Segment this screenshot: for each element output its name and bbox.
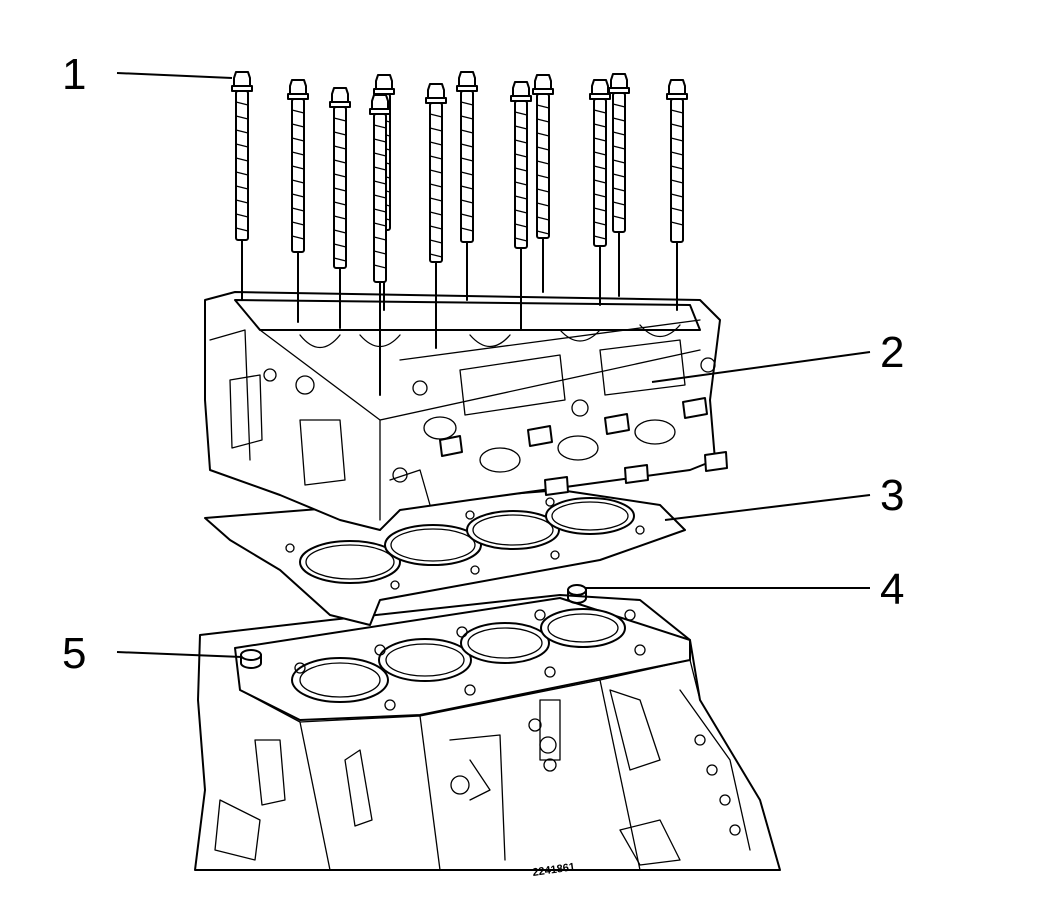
- head-bolt: [456, 71, 478, 301]
- leader-line-3: [664, 494, 871, 521]
- callout-5: 5: [62, 629, 86, 678]
- head-bolt: [231, 71, 253, 301]
- head-bolt: [287, 79, 309, 323]
- leader-line-1: [116, 72, 233, 79]
- dowel-pin-4: [567, 584, 587, 604]
- cylinder-head-gasket: [204, 489, 686, 626]
- callout-4: 4: [880, 565, 904, 614]
- cylinder-head: [204, 291, 728, 531]
- engine-block: [194, 594, 781, 871]
- head-bolt: [369, 94, 391, 396]
- head-bolt: [608, 73, 630, 297]
- figure-id: 2241861: [532, 861, 576, 879]
- callout-1: 1: [62, 50, 86, 99]
- leader-line-5: [116, 651, 243, 658]
- head-bolt: [425, 83, 447, 349]
- head-bolt: [329, 87, 351, 329]
- head-bolt: [666, 79, 688, 311]
- dowel-pin-5: [240, 649, 262, 669]
- head-bolt: [532, 74, 554, 293]
- head-bolt: [510, 81, 532, 331]
- callout-3: 3: [880, 471, 904, 520]
- callout-2: 2: [880, 328, 904, 377]
- leader-line-2: [651, 351, 871, 383]
- cylinder-head-bolts: [231, 71, 688, 396]
- head-bolt: [589, 79, 611, 306]
